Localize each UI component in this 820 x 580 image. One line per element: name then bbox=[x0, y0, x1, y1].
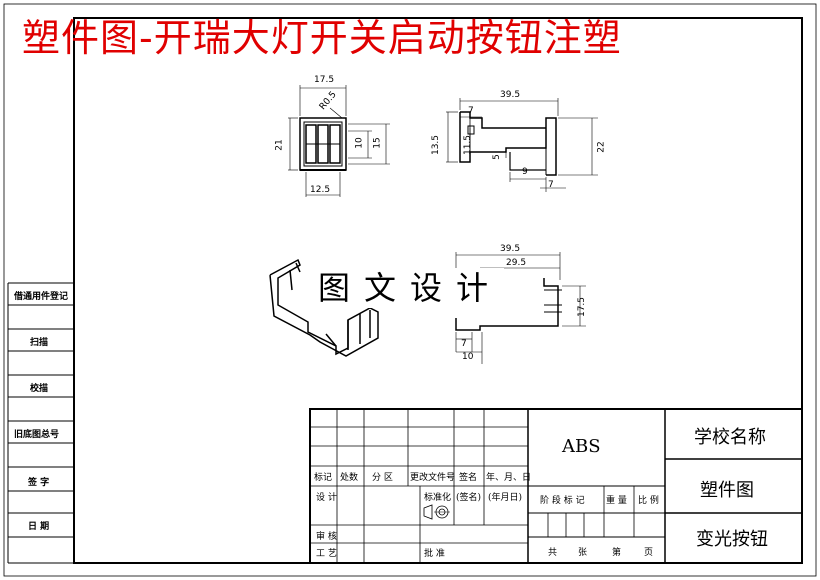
tb-review: 审 核 bbox=[316, 532, 337, 542]
dim-length-b: 39.5 bbox=[500, 244, 521, 254]
dim-foot: 9 bbox=[522, 167, 528, 177]
dim-step-b: 7 bbox=[461, 339, 467, 349]
tb-design: 设 计 bbox=[316, 493, 337, 503]
dim-length: 39.5 bbox=[500, 90, 521, 100]
tb-page: 页 bbox=[644, 548, 654, 558]
tb-weight: 重 量 bbox=[606, 496, 627, 506]
dim-step: 7 bbox=[468, 106, 474, 116]
tb-part: 变光按钮 bbox=[696, 529, 768, 550]
tb-school: 学校名称 bbox=[694, 427, 766, 448]
tb-process: 工 艺 bbox=[316, 549, 337, 559]
side-view bbox=[446, 98, 598, 192]
tb-stage: 阶 段 标 记 bbox=[540, 496, 585, 506]
tb-date: 年、月、日 bbox=[486, 473, 532, 483]
tb-zone: 分 区 bbox=[372, 473, 393, 483]
tb-no: 第 bbox=[612, 548, 622, 558]
outer-border bbox=[3, 3, 817, 577]
dim-height-2: 11.5 bbox=[463, 134, 474, 156]
side-label-trace: 校描 bbox=[30, 384, 49, 394]
front-view bbox=[288, 85, 390, 197]
isometric-view bbox=[269, 258, 379, 357]
dim-slot: 5 bbox=[491, 154, 502, 160]
tb-standard: 标准化 bbox=[424, 493, 452, 503]
dim-height: 21 bbox=[274, 139, 285, 151]
dim-height-1: 13.5 bbox=[431, 134, 442, 156]
side-label-old-number: 旧底图总号 bbox=[14, 430, 60, 440]
dim-base-b: 10 bbox=[462, 352, 474, 362]
tb-sign: 签名 bbox=[459, 473, 478, 483]
tb-qty: 处数 bbox=[340, 473, 359, 483]
side-label-scan: 扫描 bbox=[30, 338, 49, 348]
dim-right: 22 bbox=[596, 141, 607, 153]
tb-drawing: 塑件图 bbox=[700, 480, 754, 501]
tb-sheet: 张 bbox=[578, 548, 588, 558]
dim-inner: 10 bbox=[354, 137, 365, 149]
tb-material: ABS bbox=[562, 436, 601, 457]
dim-width: 17.5 bbox=[314, 75, 335, 85]
dim-tail: 7 bbox=[548, 180, 554, 190]
dim-right-b: 17.5 bbox=[577, 296, 588, 318]
dim-length-b2: 29.5 bbox=[506, 258, 527, 268]
tb-date2: (年月日) bbox=[488, 493, 523, 503]
dim-bottom: 12.5 bbox=[310, 185, 331, 195]
tb-scale: 比 例 bbox=[638, 496, 659, 506]
watermark: 图文设计 bbox=[316, 268, 505, 308]
tb-approve: 批 准 bbox=[424, 549, 445, 559]
side-label-signature: 签 字 bbox=[28, 478, 50, 488]
dim-outer: 15 bbox=[372, 137, 383, 149]
side-column bbox=[7, 282, 74, 564]
tb-sign2: (签名) bbox=[456, 493, 482, 503]
page-title: 塑件图-开瑞大灯开关启动按钮注塑 bbox=[22, 16, 622, 60]
tb-mark: 标记 bbox=[314, 473, 333, 483]
title-block bbox=[309, 408, 803, 564]
tb-doc: 更改文件号 bbox=[410, 473, 456, 483]
tb-total: 共 bbox=[548, 548, 558, 558]
side-label-borrow: 借通用件登记 bbox=[14, 292, 69, 302]
side-label-date: 日 期 bbox=[28, 522, 50, 532]
